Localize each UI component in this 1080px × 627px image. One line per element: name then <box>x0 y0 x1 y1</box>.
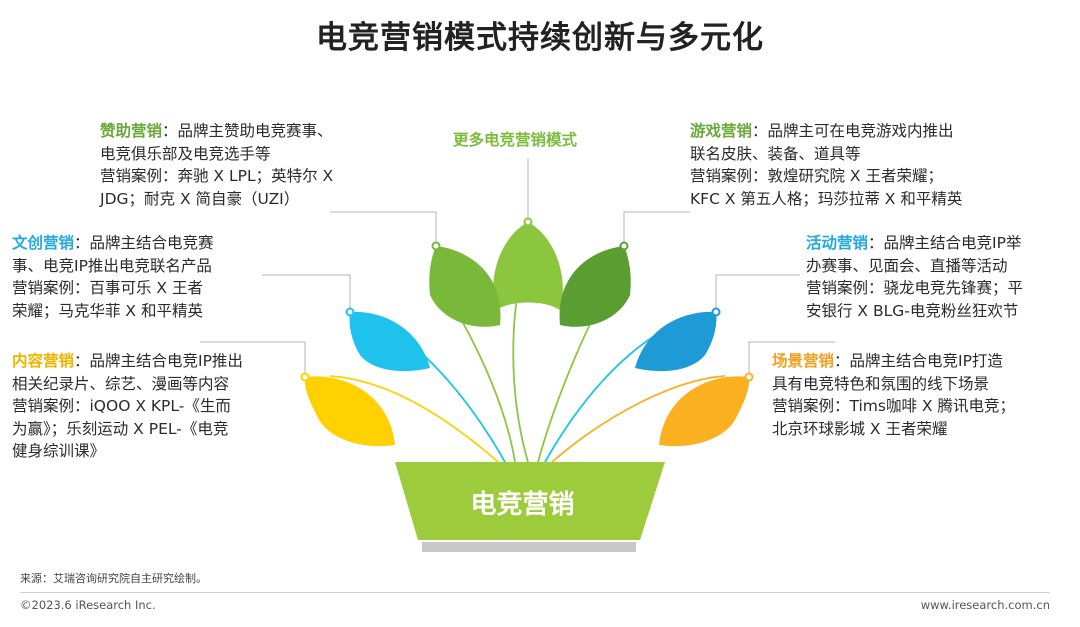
game-line: KFC X 第五人格；玛莎拉蒂 X 和平精英 <box>690 189 963 208</box>
petal-left-green <box>429 246 501 327</box>
cultural-heading: 文创营销 <box>12 234 75 252</box>
scene-line: 营销案例：Tims咖啡 X 腾讯电竞； <box>772 397 1015 415</box>
pot-body <box>395 462 665 540</box>
petal-right-blue <box>635 311 717 372</box>
content-line: 为赢》；乐刻运动 X PEL-《电竞 <box>12 419 229 438</box>
game-line: 联名皮肤、装备、道具等 <box>690 144 861 163</box>
content-line: 营销案例：iQOO X KPL-《生而 <box>12 397 231 415</box>
petal-right-orange <box>659 376 750 447</box>
website-link[interactable]: www.iresearch.com.cn <box>920 598 1050 612</box>
cultural-block: 文创营销：品牌主结合电竞赛 事、电竞IP推出电竞联名产品 营销案例：百事可乐 X… <box>12 232 214 322</box>
petal-right-green <box>559 246 631 327</box>
scene-line: 具有电竞特色和氛围的线下场景 <box>772 374 990 393</box>
content-line: 健身综训课》 <box>12 442 106 460</box>
content-line: 相关纪录片、综艺、漫画等内容 <box>12 374 230 393</box>
event-line: 办赛事、见面会、直播等活动 <box>806 256 1008 275</box>
scene-heading: 场景营销 <box>772 352 835 370</box>
cultural-line: ：品牌主结合电竞赛 <box>74 234 214 252</box>
stem-right-orange <box>551 375 726 463</box>
game-heading: 游戏营销 <box>690 122 753 140</box>
page-title: 电竞营销模式持续创新与多元化 <box>316 20 764 56</box>
content-block: 内容营销：品牌主结合电竞IP推出 相关纪录片、综艺、漫画等内容 营销案例：iQO… <box>12 350 243 463</box>
connector-scene <box>748 341 835 375</box>
event-line: ：品牌主结合电竞IP举 <box>868 234 1022 252</box>
sponsor-line: JDG；耐克 X 简自豪（UZI） <box>100 189 300 208</box>
connector-game <box>623 211 690 244</box>
petal-center-green <box>493 222 563 310</box>
event-line: 营销案例：骁龙电竞先锋赛；平 <box>806 279 1024 297</box>
game-line: 营销案例：敦煌研究院 X 王者荣耀； <box>690 167 943 185</box>
connector-cultural <box>262 274 351 310</box>
content-line: ：品牌主结合电竞IP推出 <box>74 352 243 370</box>
sponsor-heading: 赞助营销 <box>100 122 163 140</box>
game-line: ：品牌主可在电竞游戏内推出 <box>752 122 954 140</box>
petal-left-blue <box>349 311 430 372</box>
event-line: 安银行 X BLG-电竞粉丝狂欢节 <box>806 301 1019 320</box>
pot-base <box>422 542 636 552</box>
copyright: ©2023.6 iResearch Inc. <box>20 598 156 612</box>
game-block: 游戏营销：品牌主可在电竞游戏内推出 联名皮肤、装备、道具等 营销案例：敦煌研究院… <box>690 120 962 210</box>
scene-block: 场景营销：品牌主结合电竞IP打造 具有电竞特色和氛围的线下场景 营销案例：Tim… <box>772 350 1015 440</box>
stem-left-yellow <box>329 375 499 463</box>
scene-line: ：品牌主结合电竞IP打造 <box>834 352 1003 370</box>
stem-center-green <box>512 279 529 463</box>
connector-sponsor <box>330 211 437 244</box>
sponsor-line: 营销案例：奔驰 X LPL；英特尔 X <box>100 167 334 185</box>
sponsor-block: 赞助营销：品牌主赞助电竞赛事、 电竞俱乐部及电竞选手等 营销案例：奔驰 X LP… <box>100 120 333 210</box>
event-heading: 活动营销 <box>806 234 869 252</box>
footer-divider <box>20 592 1050 593</box>
pot-label: 电竞营销 <box>470 490 575 520</box>
connector-content <box>200 341 306 375</box>
petal-left-yellow <box>304 376 395 447</box>
cultural-line: 营销案例：百事可乐 X 王者 <box>12 279 203 297</box>
event-block: 活动营销：品牌主结合电竞IP举 办赛事、见面会、直播等活动 营销案例：骁龙电竞先… <box>806 232 1023 322</box>
connector-event <box>715 274 800 310</box>
more-modes-label: 更多电竞营销模式 <box>453 131 578 149</box>
sponsor-line: ：品牌主赞助电竞赛事、 <box>162 122 333 140</box>
content-heading: 内容营销 <box>12 352 75 370</box>
source-note: 来源：艾瑞咨询研究院自主研究绘制。 <box>20 572 207 585</box>
cultural-line: 荣耀；马克华菲 X 和平精英 <box>12 301 203 320</box>
sponsor-line: 电竞俱乐部及电竞选手等 <box>100 144 271 163</box>
scene-line: 北京环球影城 X 王者荣耀 <box>772 419 948 438</box>
cultural-line: 事、电竞IP推出电竞联名产品 <box>12 256 212 275</box>
